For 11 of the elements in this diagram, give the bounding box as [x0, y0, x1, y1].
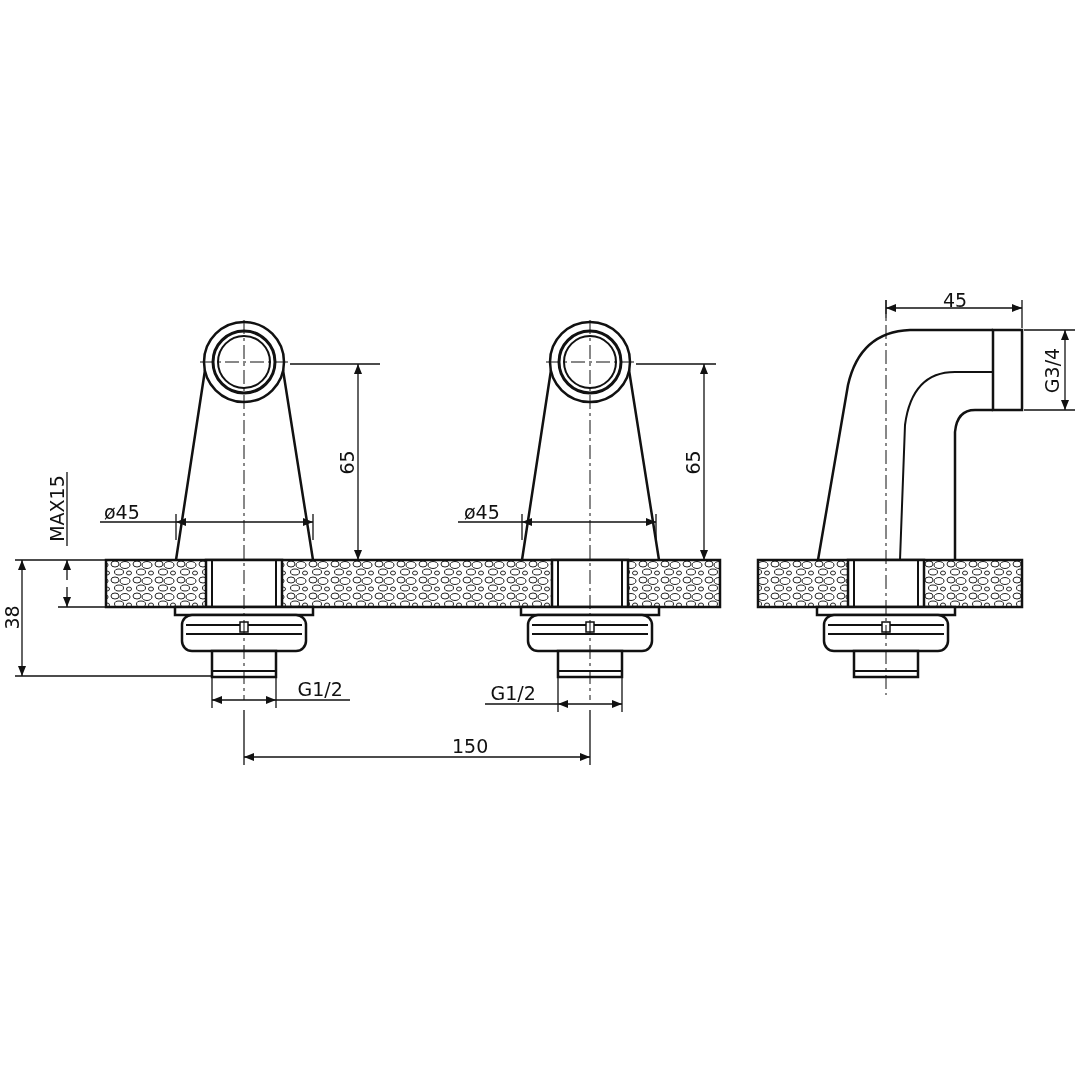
dimension-label: G3/4 — [1042, 347, 1062, 393]
dimension-label: 45 — [943, 290, 968, 310]
dimension-label: G1/2 — [297, 679, 343, 699]
dimension-label: 65 — [337, 449, 357, 475]
dimension-label: 150 — [452, 736, 489, 756]
dimension-label: G1/2 — [490, 683, 536, 703]
dimension-label: 38 — [2, 604, 22, 630]
dimension-label: ø45 — [104, 502, 140, 522]
dimension-label: 65 — [683, 449, 703, 475]
dimension-label: MAX15 — [47, 474, 67, 542]
dimension-label: ø45 — [464, 502, 500, 522]
